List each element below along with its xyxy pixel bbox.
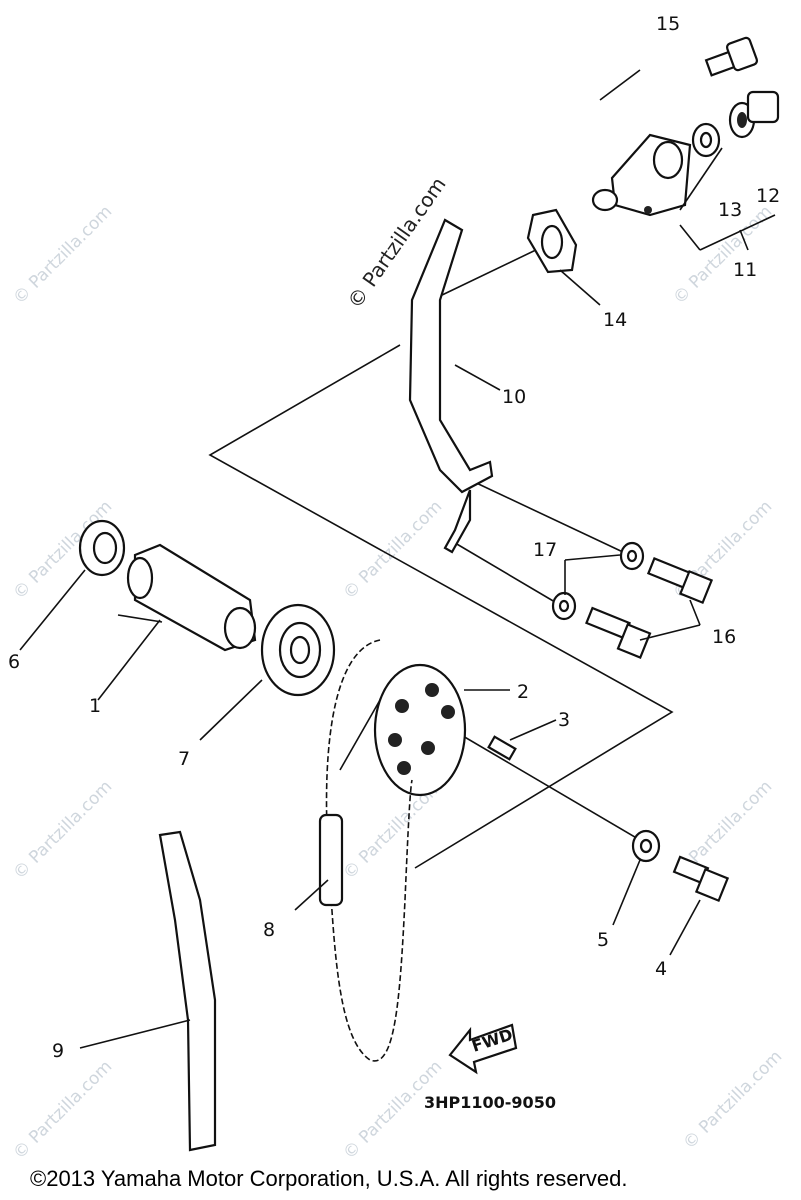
- callout-5: 5: [597, 929, 609, 951]
- watermark: © Partzilla.com: [9, 777, 116, 884]
- leader-lines: [19, 147, 776, 1049]
- sprocket-2: [373, 663, 467, 797]
- fwd-arrow: FWD: [448, 1023, 518, 1075]
- bolt-4: [672, 855, 730, 903]
- callout-7: 7: [178, 748, 190, 770]
- guide-10: [408, 218, 494, 554]
- guide-9: [158, 830, 217, 1152]
- tensioner-11: [591, 133, 692, 217]
- bolt-16-lower: [585, 606, 652, 659]
- callout-17: 17: [533, 539, 557, 561]
- camshaft-1: [126, 543, 257, 652]
- callout-10: 10: [502, 386, 526, 408]
- callout-16: 16: [712, 626, 736, 648]
- washer-17-upper: [619, 541, 645, 571]
- bearing-6: [78, 519, 126, 577]
- callout-14: 14: [603, 309, 627, 331]
- diagram-code: 3HP1100-9050: [424, 1093, 556, 1112]
- gasket-14: [526, 208, 578, 274]
- watermark: © Partzilla.com: [679, 1047, 786, 1154]
- callout-6: 6: [8, 651, 20, 673]
- bearing-7: [260, 603, 336, 697]
- callout-9: 9: [52, 1040, 64, 1062]
- callout-13: 13: [718, 199, 742, 221]
- callout-12: 12: [756, 185, 780, 207]
- callout-4: 4: [655, 958, 667, 980]
- callout-3: 3: [558, 709, 570, 731]
- callout-2: 2: [517, 681, 529, 703]
- callout-11: 11: [733, 259, 757, 281]
- plug-12: [728, 90, 780, 139]
- copyright-notice: ©2013 Yamaha Motor Corporation, U.S.A. A…: [30, 1166, 627, 1191]
- callout-8: 8: [263, 919, 275, 941]
- watermark: © Partzilla.com: [339, 497, 446, 604]
- callout-labels: 15 12 13 11 14 10 17 16 6 1 7 2 3 8 5 4 …: [8, 13, 780, 1062]
- washer-5: [631, 829, 661, 863]
- bolt-15: [704, 36, 759, 77]
- watermark: © Partzilla.com: [9, 1057, 116, 1164]
- washer-17-lower: [551, 591, 577, 621]
- washer-13: [691, 122, 721, 158]
- bolt-16-upper: [646, 557, 714, 605]
- callout-1: 1: [89, 695, 101, 717]
- callout-15: 15: [656, 13, 680, 35]
- watermark: © Partzilla.com: [9, 202, 116, 309]
- pin-3: [487, 735, 517, 761]
